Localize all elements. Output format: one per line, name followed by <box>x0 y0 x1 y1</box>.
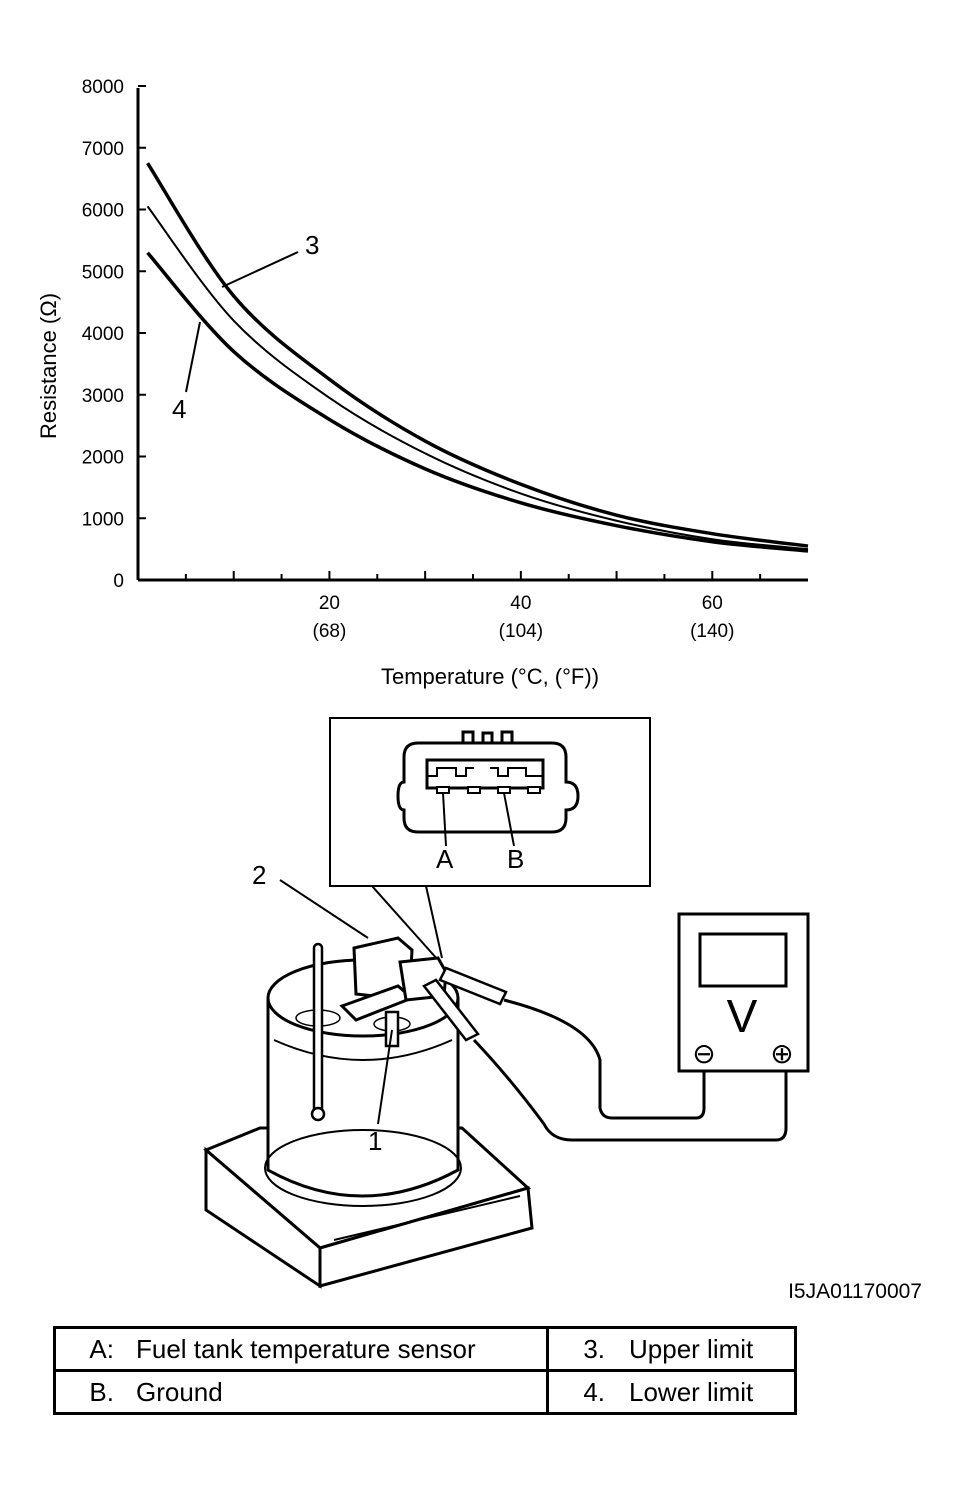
x-tick-sublabel: (140) <box>690 621 734 642</box>
x-tick-label: 20 <box>319 593 340 614</box>
legend-cell: 3. Upper limit <box>546 1326 797 1372</box>
legend-key: A: <box>89 1333 114 1364</box>
x-axis-title: Temperature (°C, (°F)) <box>381 664 599 689</box>
legend-cell: B. Ground <box>53 1369 549 1415</box>
pin-a-leader <box>442 792 447 847</box>
y-tick-label: 4000 <box>82 324 124 345</box>
pin-b-label: B <box>507 844 524 874</box>
voltmeter: V ⊖ ⊕ <box>677 912 810 1073</box>
x-tick-label: 40 <box>510 593 531 614</box>
series-layer <box>146 162 809 553</box>
lead-wire-negative <box>503 998 706 1120</box>
connector-latch <box>461 730 514 743</box>
y-tick-label: 2000 <box>82 448 124 469</box>
resistance-temperature-chart: 0 1000 2000 3000 4000 5000 6000 7000 8000 20 (68)… <box>36 77 809 689</box>
callout-3-leader <box>221 251 299 288</box>
terminal-4 <box>527 786 541 794</box>
legend-key: 4. <box>583 1376 605 1407</box>
legend-table: A: Fuel tank temperature sensor 3. Upper l… <box>53 1326 797 1415</box>
x-tick-sublabel: (68) <box>313 621 347 642</box>
voltmeter-v-symbol: V <box>727 990 758 1042</box>
legend-text: Lower limit <box>629 1376 754 1407</box>
thermometer-icon <box>312 942 324 1118</box>
y-tick-label: 6000 <box>82 201 124 222</box>
hot-plate-front <box>204 1146 534 1289</box>
minus-terminal-icon: ⊖ <box>692 1038 715 1069</box>
y-tick-label: 1000 <box>82 509 124 530</box>
y-ticks: 0 1000 2000 3000 4000 5000 6000 7000 8000 <box>82 77 146 592</box>
probe-1 <box>422 978 480 1042</box>
x-tick-label: 60 <box>702 593 723 614</box>
pin-b-leader <box>503 792 515 847</box>
hot-plate-edge <box>333 1195 521 1241</box>
legend-row: A: Fuel tank temperature sensor 3. Upper l… <box>53 1326 797 1372</box>
figure-id: I5JA01170007 <box>788 1280 922 1303</box>
connector-key-profile <box>427 767 543 777</box>
terminal-a <box>436 786 450 794</box>
series-line-2 <box>146 205 809 551</box>
series-line-3 <box>146 251 809 553</box>
y-tick-label: 5000 <box>82 262 124 283</box>
callout-1-label: 1 <box>368 1126 382 1156</box>
callout-4-leader <box>185 321 201 393</box>
callout-2-leader <box>279 879 369 939</box>
legend-key: B. <box>89 1376 114 1407</box>
inset-pointer-right <box>425 885 443 959</box>
plus-terminal-icon: ⊕ <box>770 1038 793 1069</box>
callout-1-leader <box>377 1029 393 1125</box>
callout-3-label: 3 <box>305 230 319 260</box>
sensor-probe <box>384 1010 400 1048</box>
callout-4-label: 4 <box>172 394 186 424</box>
x-ticks: 20 (68) 40 (104) 60 (140) <box>184 571 762 642</box>
terminal-b <box>497 786 511 794</box>
probe-2 <box>438 966 508 1006</box>
water-surface <box>273 1039 453 1061</box>
legend-text: Ground <box>136 1376 223 1407</box>
legend-key: 3. <box>583 1333 605 1364</box>
y-tick-label: 3000 <box>82 386 124 407</box>
connector-cavity <box>425 758 545 790</box>
callout-2-label: 2 <box>252 860 266 890</box>
legend-cell: A: Fuel tank temperature sensor <box>53 1326 549 1372</box>
lead-wire-positive <box>472 1038 788 1142</box>
legend-text: Fuel tank temperature sensor <box>136 1333 476 1364</box>
thermometer-bulb <box>310 1106 326 1122</box>
terminal-2 <box>467 786 481 794</box>
y-tick-label: 0 <box>113 571 124 592</box>
x-tick-sublabel: (104) <box>499 621 543 642</box>
legend-text: Upper limit <box>629 1333 754 1364</box>
test-setup-illustration: 2 1 <box>203 860 788 1289</box>
legend-row: B. Ground 4. Lower limit <box>53 1369 797 1415</box>
y-tick-label: 8000 <box>82 77 124 98</box>
inset-pointer-left <box>371 885 439 961</box>
series-line-1 <box>146 162 809 548</box>
y-axis-title: Resistance (Ω) <box>36 293 61 439</box>
y-tick-label: 7000 <box>82 139 124 160</box>
connector-inset: A B <box>329 717 651 961</box>
legend-cell: 4. Lower limit <box>546 1369 797 1415</box>
pin-a-label: A <box>436 844 454 874</box>
beaker-base-ring <box>264 1129 462 1207</box>
voltmeter-display <box>698 932 788 988</box>
